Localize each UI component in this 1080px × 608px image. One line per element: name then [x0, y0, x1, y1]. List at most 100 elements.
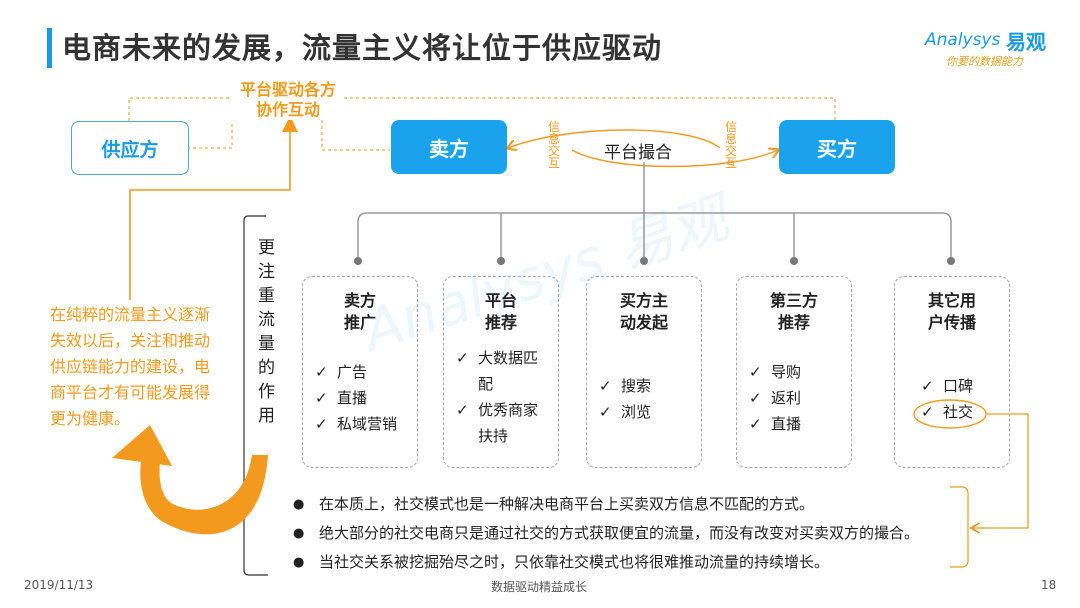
card-item-text: 直播	[771, 415, 802, 433]
bullet-text: 当社交关系被挖掘殆尽之时，只依靠社交模式也将很难推动流量的持续增长。	[319, 553, 830, 571]
card-title-line: 第三方	[769, 291, 818, 310]
buyer-box: 买方	[779, 120, 895, 174]
info-char: 互	[547, 156, 560, 170]
card-item: ✓直播	[749, 411, 845, 437]
check-icon: ✓	[456, 401, 469, 419]
card-title-line: 推荐	[777, 313, 810, 332]
card-platform-recommend: 平台 推荐 ✓ 大数据匹配 ✓ 优秀商家扶持	[443, 276, 559, 468]
tree-branch	[357, 212, 952, 258]
check-icon: ✓	[315, 363, 328, 381]
side-char: 重	[258, 286, 275, 306]
card-item: ✓口碑	[921, 373, 1003, 399]
card-title: 卖方 推广	[303, 290, 417, 334]
side-char: 量	[258, 334, 275, 354]
dashed-link-top-right	[344, 97, 836, 120]
branch-dot-5	[947, 257, 955, 265]
info-char: 息	[724, 132, 737, 146]
card-buyer-initiated: 买方主 动发起 ✓搜索 ✓浏览	[586, 276, 702, 468]
platform-label-line1: 平台驱动各方	[239, 80, 336, 99]
card-items: ✓ 广告 ✓ 直播 ✓ 私域营销	[315, 359, 411, 437]
card-item-text: 优秀商家扶持	[478, 401, 539, 445]
branch-dot-1	[354, 257, 362, 265]
card-item-text: 导购	[771, 363, 802, 381]
bullet-bracket	[950, 486, 969, 568]
card-seller-promotion: 卖方 推广 ✓ 广告 ✓ 直播 ✓ 私域营销	[302, 276, 418, 468]
match-label: 平台撮合	[604, 143, 672, 163]
bullet-dot-icon: ●	[293, 497, 305, 512]
card-item: ✓社交	[921, 399, 1003, 425]
card-item-text: 私域营销	[337, 415, 398, 433]
bullet-text: 绝大部分的社交电商只是通过社交的方式获取便宜的流量，而没有改变对买卖双方的撮合。	[319, 524, 920, 542]
social-connector	[972, 413, 1029, 528]
check-icon: ✓	[921, 377, 934, 395]
card-title: 平台 推荐	[444, 290, 558, 334]
card-item: ✓ 私域营销	[315, 411, 411, 437]
left-note: 在纯粹的流量主义逐渐失效以后，关注和推动供应链能力的建设，电商平台才有可能发展得…	[50, 305, 211, 428]
branch-dot-3	[640, 257, 648, 265]
card-items: ✓ 导购 ✓ 返利 ✓直播	[749, 359, 845, 437]
card-item: ✓ 返利	[749, 385, 845, 411]
card-title: 其它用 户传播	[895, 290, 1009, 334]
card-items: ✓ 搜索 ✓ 浏览	[599, 373, 695, 425]
card-item-text: 搜索	[621, 377, 652, 395]
branch-dot-2	[497, 257, 505, 265]
card-title-line: 推荐	[484, 313, 517, 332]
bullet-list: ● 在本质上，社交模式也是一种解决电商平台上买卖双方信息不匹配的方式。 ●绝大部分…	[293, 490, 983, 577]
card-item-text: 浏览	[621, 403, 652, 421]
info-char: 交	[724, 144, 737, 158]
card-user-spread: 其它用 户传播 ✓口碑 ✓社交	[894, 276, 1010, 468]
card-item: ✓ 浏览	[599, 399, 695, 425]
page-title: 电商未来的发展，流量主义将让位于供应驱动	[62, 31, 663, 65]
branch-dot-4	[790, 257, 798, 265]
card-item: ✓ 优秀商家扶持	[456, 397, 550, 449]
bullet-item: ●当社交关系被挖掘殆尽之时，只依靠社交模式也将很难推动流量的持续增长。	[293, 548, 983, 577]
side-char: 流	[258, 310, 275, 330]
check-icon: ✓	[749, 389, 762, 407]
check-icon: ✓	[456, 349, 469, 367]
info-char: 信	[724, 120, 737, 134]
info-char: 信	[547, 120, 560, 134]
check-icon: ✓	[315, 415, 328, 433]
card-items: ✓口碑 ✓社交	[921, 373, 1003, 425]
card-title: 第三方 推荐	[737, 290, 851, 334]
side-char: 注	[258, 262, 275, 282]
info-char: 息	[547, 132, 560, 146]
title-accent-bar	[47, 28, 52, 68]
card-third-party: 第三方 推荐 ✓ 导购 ✓ 返利 ✓直播	[736, 276, 852, 468]
card-item: ✓ 搜索	[599, 373, 695, 399]
card-item-text: 大数据匹配	[478, 349, 539, 393]
bullet-text: 在本质上，社交模式也是一种解决电商平台上买卖双方信息不匹配的方式。	[319, 495, 815, 513]
check-icon: ✓	[599, 377, 612, 395]
info-arrow-left	[508, 129, 721, 148]
card-item-text: 社交	[943, 403, 974, 421]
card-title-line: 买方主	[619, 291, 668, 310]
side-bracket	[243, 215, 268, 576]
card-title-line: 户传播	[927, 313, 976, 332]
side-label: 更 注 重 流 量 的 作 用	[258, 236, 275, 428]
info-char: 互	[724, 156, 737, 170]
page-number: 18	[1041, 578, 1057, 592]
card-item: ✓ 广告	[315, 359, 411, 385]
card-item-text: 返利	[771, 389, 802, 407]
card-item: ✓ 大数据匹配	[456, 345, 550, 397]
big-curved-arrow-head	[112, 425, 172, 466]
bullet-item: ● 在本质上，社交模式也是一种解决电商平台上买卖双方信息不匹配的方式。	[293, 490, 983, 519]
card-item-text: 直播	[337, 389, 368, 407]
card-title-line: 平台	[484, 291, 517, 310]
check-icon: ✓	[599, 403, 612, 421]
card-title-line: 其它用	[927, 291, 976, 310]
card-item-text: 广告	[337, 363, 368, 381]
footer-tagline: 数据驱动精益成长	[491, 580, 588, 594]
check-icon: ✓	[749, 363, 762, 381]
dashed-link-seller	[321, 120, 390, 151]
card-title-line: 卖方	[343, 291, 376, 310]
info-char: 交	[547, 144, 560, 158]
platform-drive-label: 平台驱动各方 协作互动	[232, 80, 344, 120]
logo-chinese: 易观	[1006, 30, 1046, 54]
supplier-box: 供应方	[71, 121, 189, 175]
card-title-line: 推广	[343, 313, 376, 332]
dashed-link-supplier-right	[187, 122, 233, 149]
info-exchange-label-left: 信 息 交 互	[546, 121, 562, 169]
bullet-item: ●绝大部分的社交电商只是通过社交的方式获取便宜的流量，而没有改变对买卖双方的撮合…	[293, 519, 983, 548]
